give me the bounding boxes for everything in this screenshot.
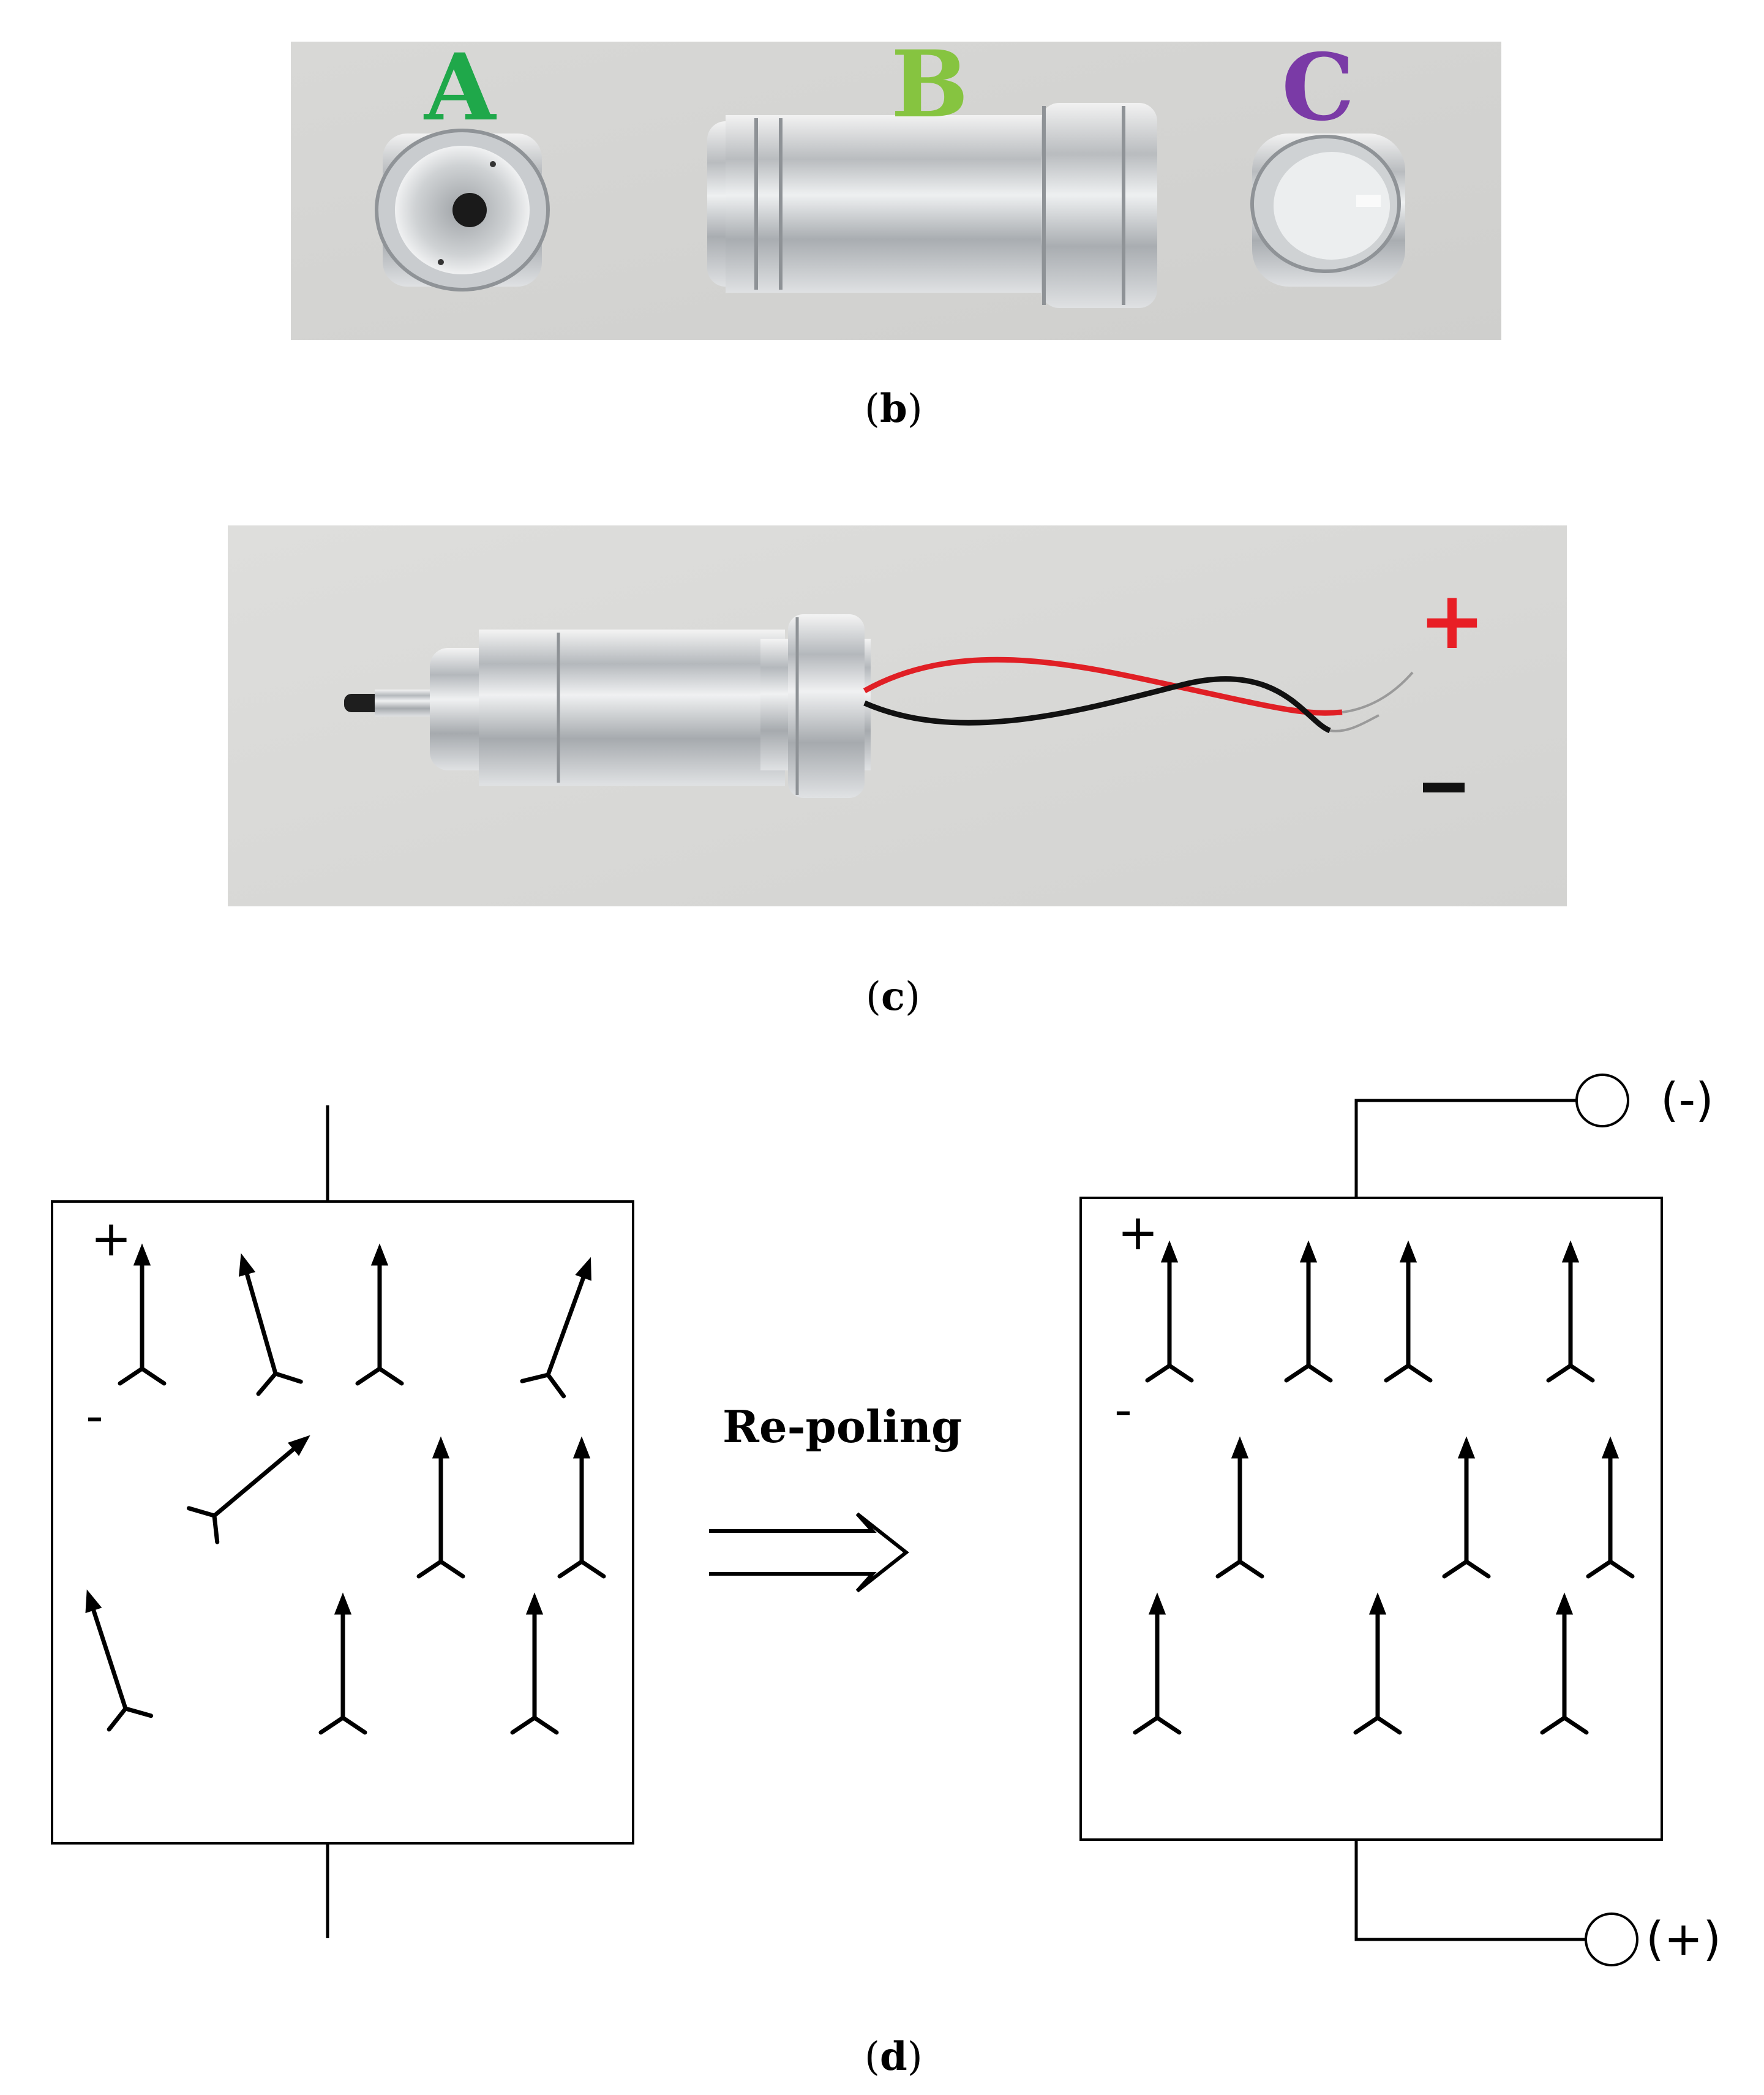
before-poling-block (51, 1105, 634, 1938)
transducer-body (344, 614, 871, 798)
part-c-ring (1250, 134, 1405, 287)
random-dipoles (85, 1243, 606, 1735)
dipole-arrow (1384, 1240, 1433, 1383)
dipole-arrow (510, 1592, 559, 1735)
dipole-arrow (1546, 1240, 1595, 1383)
dipole-arrow (85, 1589, 154, 1732)
positive-terminal-label: + (1419, 574, 1485, 667)
dipole-arrow (557, 1436, 606, 1579)
dipole-arrow (186, 1435, 310, 1544)
dipole-arrow (1215, 1436, 1264, 1579)
caption-d: (d) (865, 2034, 923, 2080)
terminal-positive-label: (+) (1646, 1911, 1721, 1966)
re-poling-label: Re-poling (722, 1401, 962, 1453)
right-minus-sign: - (1114, 1382, 1132, 1439)
dipole-arrow (238, 1253, 303, 1396)
dipole-arrow (1353, 1592, 1402, 1735)
dipole-arrow (416, 1436, 465, 1579)
caption-c: (c) (866, 974, 920, 1020)
dipole-arrow (318, 1592, 367, 1735)
dipole-arrow (1284, 1240, 1333, 1383)
photo-assembled-transducer: + (228, 525, 1567, 906)
left-plus-sign: + (91, 1210, 132, 1267)
terminal-negative-label: (-) (1661, 1072, 1714, 1127)
part-a-cap (375, 129, 550, 291)
photo-disassembled-parts: A B C (291, 42, 1501, 340)
dipole-arrow (1145, 1240, 1194, 1383)
label-part-a: A (424, 42, 496, 141)
right-plus-sign: + (1117, 1204, 1158, 1261)
left-minus-sign: - (86, 1388, 103, 1445)
lead-wires (863, 656, 1414, 734)
dipole-arrow (355, 1243, 404, 1386)
part-b-body (707, 103, 1157, 308)
negative-terminal-label (1423, 783, 1465, 792)
after-poling-block (1079, 1074, 1663, 1966)
caption-b: (b) (865, 386, 923, 432)
label-part-b: B (891, 42, 969, 138)
re-poling-arrow (709, 1512, 909, 1593)
re-poling-diagram: + - Re-poling (-) (+) + - (51, 1072, 1721, 1966)
dipole-arrow (1586, 1436, 1635, 1579)
dipole-arrow (1442, 1436, 1491, 1579)
dipole-arrow (1133, 1592, 1182, 1735)
dipole-arrow (118, 1243, 167, 1386)
aligned-dipoles (1133, 1240, 1635, 1735)
dipole-arrow (520, 1257, 591, 1399)
dipole-arrow (1540, 1592, 1589, 1735)
label-part-c: C (1282, 42, 1355, 141)
